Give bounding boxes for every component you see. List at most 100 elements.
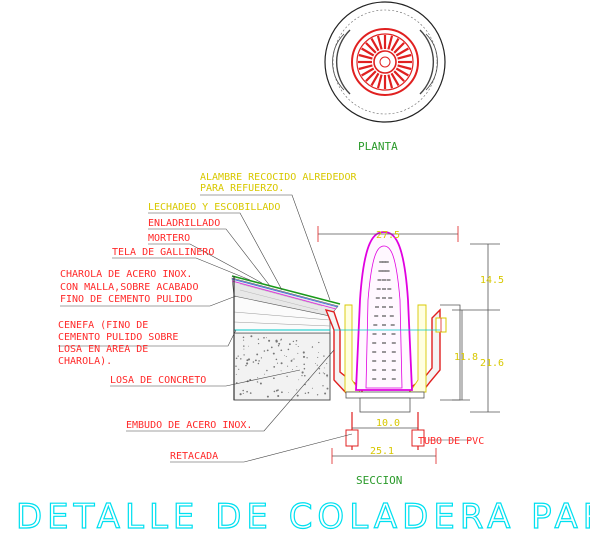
concrete-aggregate-dot [257,338,260,340]
concrete-aggregate-dot [245,364,247,367]
drawing-title: DETALLE DE COLADERA PARA AZOTEA [16,497,590,534]
dim-base-width: 25.1 [370,446,394,457]
concrete-aggregate-dot [280,362,283,365]
concrete-aggregate-dot [302,355,306,358]
label-cenefa-2: CEMENTO PULIDO SOBRE [58,332,178,343]
concrete-aggregate-dot [246,362,249,365]
dim-inner-height: 11.8 [454,352,478,363]
label-cenefa-3: LOSA EN AREA DE [58,344,148,355]
plan-grate-spoke [361,67,375,77]
concrete-aggregate-dot [263,336,265,339]
concrete-aggregate-dot [323,373,326,375]
concrete-aggregate-dot [315,362,316,364]
section-caption: SECCION [356,474,402,487]
concrete-aggregate-dot [243,345,245,347]
concrete-aggregate-dot [326,387,329,390]
label-charola-3: FINO DE CEMENTO PULIDO [60,294,192,305]
section-view [231,231,461,450]
concrete-aggregate-dot [322,372,324,374]
concrete-aggregate-dot [304,392,307,395]
concrete-aggregate-dot [237,355,239,357]
plan-grate-spoke [370,72,380,86]
concrete-aggregate-dot [243,348,245,350]
concrete-aggregate-dot [296,389,298,391]
plan-view [324,1,446,123]
concrete-aggregate-dot [250,335,253,338]
plan-grate-spoke [365,42,377,54]
concrete-aggregate-dot [268,339,271,342]
concrete-aggregate-dot [311,346,314,348]
concrete-aggregate-dot [326,363,328,365]
concrete-aggregate-dot [257,362,260,365]
plan-grate-spoke [395,67,409,77]
concrete-aggregate-dot [277,344,280,347]
concrete-aggregate-dot [303,367,306,370]
concrete-aggregate-dot [303,363,305,366]
concrete-aggregate-dot [290,359,293,362]
concrete-aggregate-dot [242,336,245,339]
concrete-aggregate-dot [235,365,237,367]
concrete-aggregate-dot [240,358,242,360]
concrete-aggregate-dot [304,374,306,377]
plan-grate-spoke [387,74,394,89]
concrete-aggregate-dot [301,375,303,377]
concrete-aggregate-dot [280,370,282,372]
concrete-aggregate-dot [323,367,325,369]
concrete-aggregate-dot [239,393,242,396]
concrete-aggregate-dot [296,366,298,367]
concrete-aggregate-dot [259,382,262,385]
concrete-aggregate-dot [264,373,265,375]
concrete-aggregate-dot [236,382,238,384]
concrete-aggregate-dot [295,343,297,345]
label-mortero: MORTERO [148,233,190,244]
dim-upper-height: 14.5 [480,275,504,286]
concrete-aggregate-dot [266,369,268,372]
plan-grate-spoke [397,53,412,60]
dim-pipe-width: 10.0 [376,418,400,429]
label-enladrillado: ENLADRILLADO [148,218,220,229]
concrete-aggregate-dot [285,355,287,358]
plan-grate-spoke [365,70,377,82]
concrete-aggregate-dot [280,349,283,352]
plan-grate-spoke [376,74,383,89]
concrete-aggregate-dot [307,391,310,394]
concrete-aggregate-dot [265,337,267,339]
plan-grate-spoke [358,64,373,71]
concrete-aggregate-dot [275,389,278,392]
concrete-aggregate-dot [238,368,240,370]
concrete-aggregate-dot [249,392,252,394]
concrete-aggregate-dot [242,392,244,394]
label-tubo: TUBO DE PVC [418,436,484,447]
plan-grate-spoke [393,42,405,54]
concrete-aggregate-dot [292,340,295,343]
dim-total-height: 21.6 [480,358,504,369]
concrete-aggregate-dot [242,389,245,392]
concrete-aggregate-dot [318,351,319,353]
concrete-aggregate-dot [275,358,278,361]
plan-grate-spoke [390,72,400,86]
label-retacada: RETACADA [170,451,218,462]
concrete-aggregate-dot [298,379,300,381]
concrete-aggregate-dot [258,360,260,362]
concrete-aggregate-dot [306,357,308,359]
concrete-aggregate-dot [266,395,269,398]
concrete-aggregate-dot [289,343,291,346]
plan-caption: PLANTA [358,140,398,153]
concrete-aggregate-dot [263,350,266,352]
concrete-aggregate-dot [276,362,279,364]
concrete-aggregate-dot [281,391,283,394]
concrete-aggregate-dot [235,357,238,360]
concrete-aggregate-dot [273,366,276,368]
plan-grate-spoke [393,70,405,82]
concrete-aggregate-dot [246,390,248,393]
label-charola-1: CHAROLA DE ACERO INOX. [60,269,192,280]
concrete-aggregate-dot [286,375,288,378]
dimension-lines [317,226,500,464]
concrete-aggregate-dot [296,394,299,397]
concrete-aggregate-dot [235,373,237,375]
label-losa: LOSA DE CONCRETO [110,375,206,386]
concrete-aggregate-dot [257,377,259,379]
concrete-aggregate-dot [257,342,260,345]
plan-grate-spoke [358,53,373,60]
